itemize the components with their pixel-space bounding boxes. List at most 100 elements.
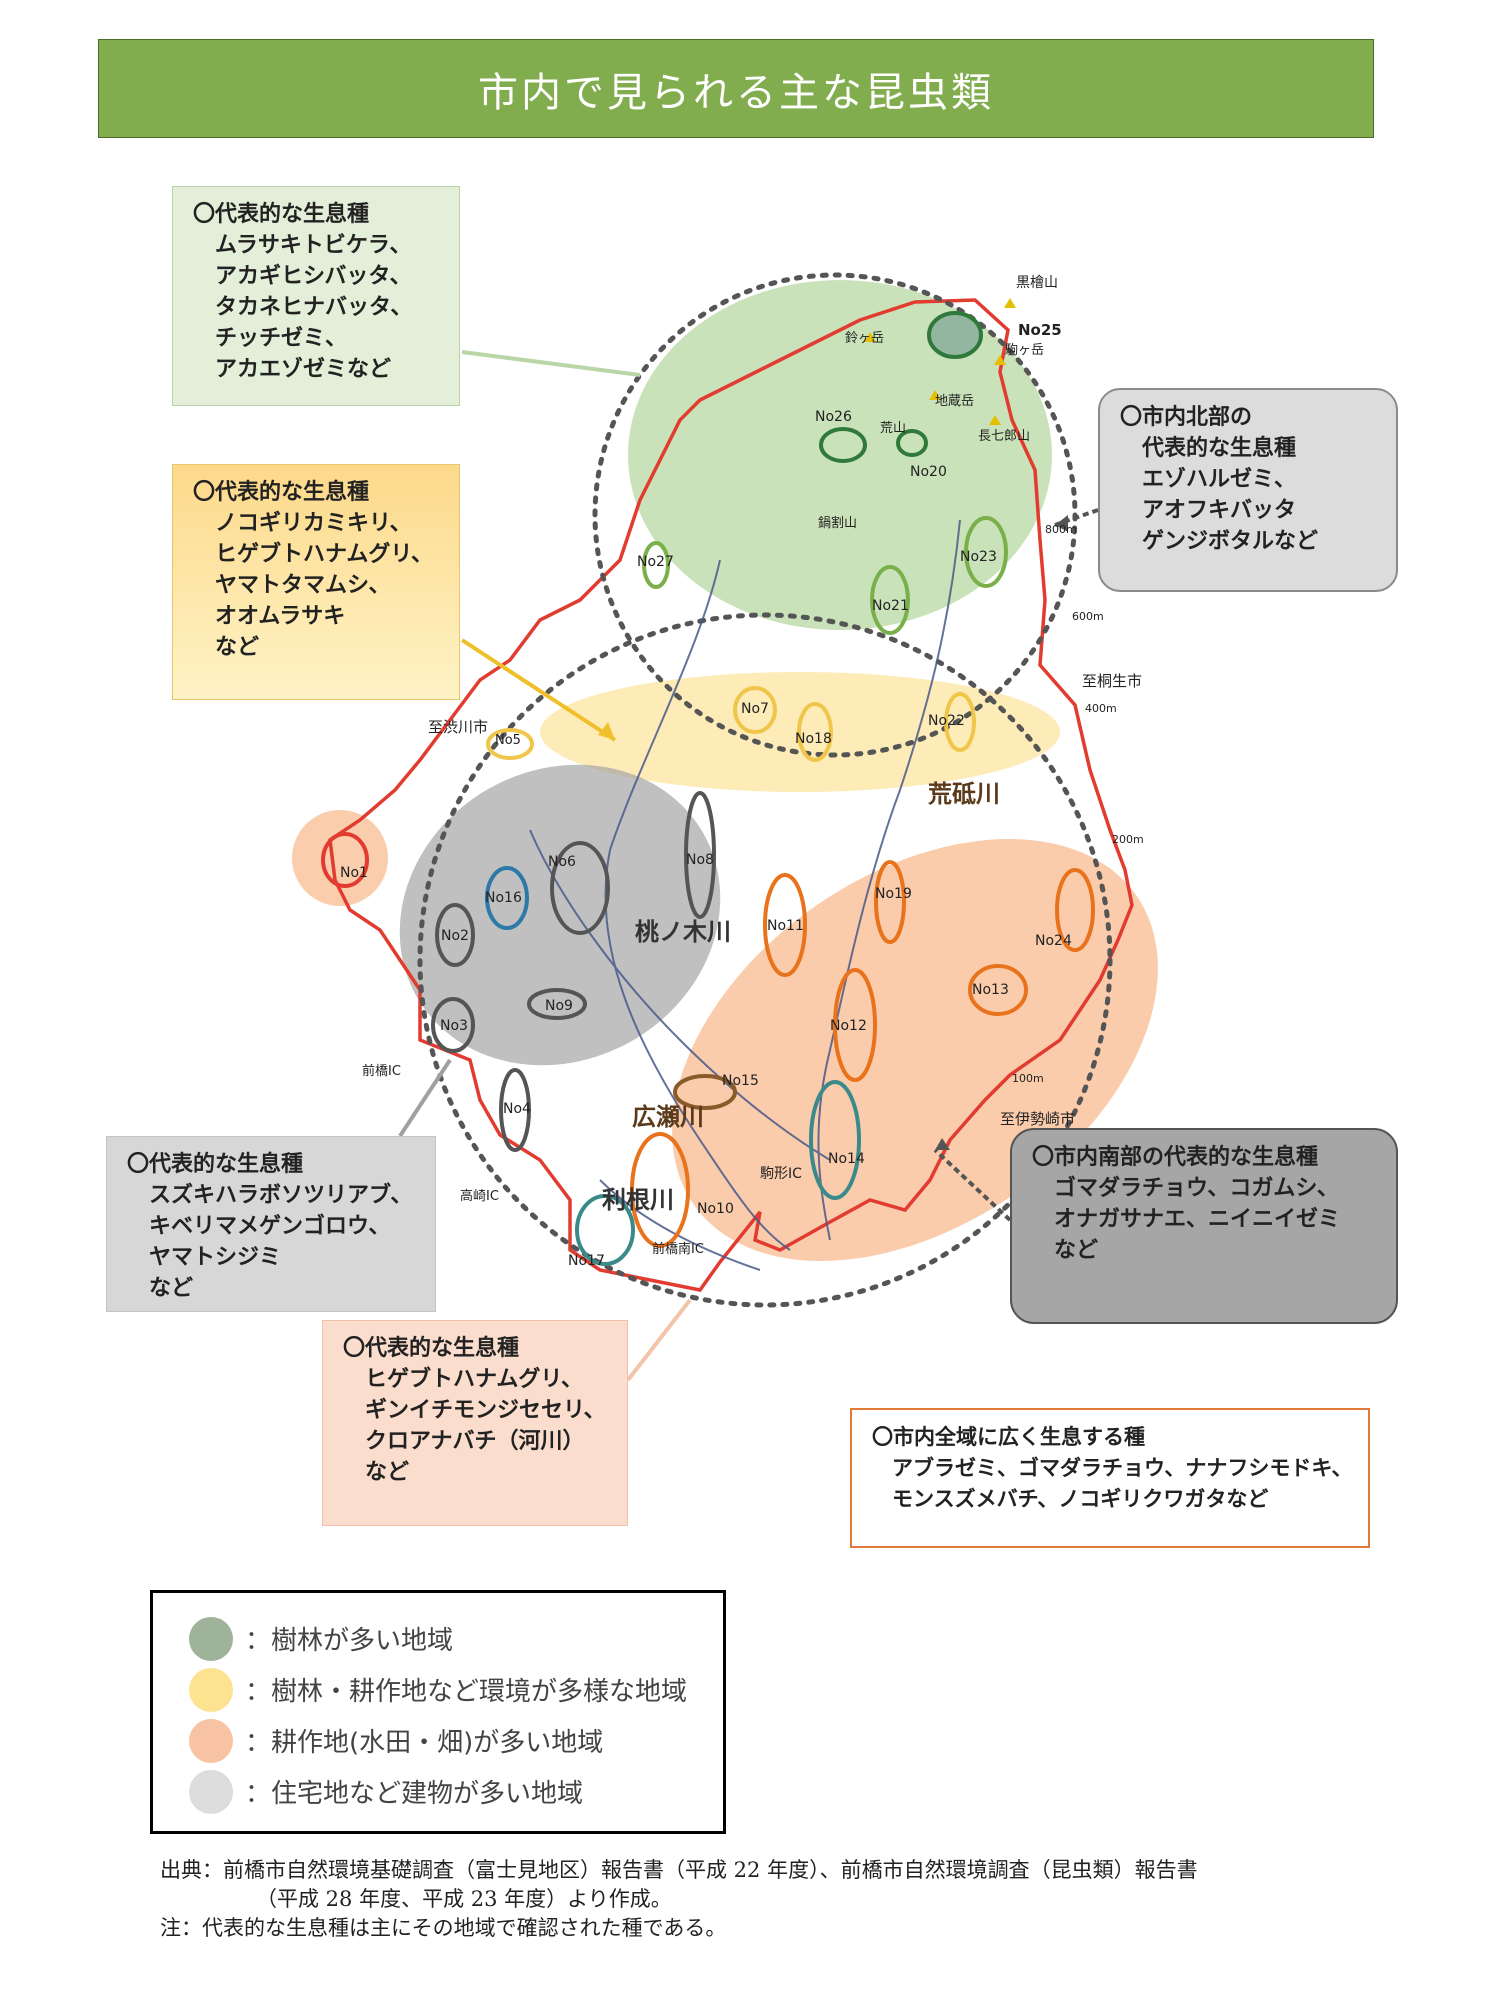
site-label: No16: [485, 890, 522, 906]
site-no10: [630, 1132, 690, 1248]
mountain-label: 荒山: [880, 421, 906, 436]
species-item: スズキハラボソツリアブ、: [149, 1183, 413, 1208]
box-heading: 〇市内全域に広く生息する種: [872, 1425, 1145, 1449]
site-label: No18: [795, 731, 832, 747]
site-label: No24: [1035, 933, 1072, 949]
species-item: オオムラサキ: [215, 604, 346, 629]
species-item: キベリマメゲンゴロウ、: [149, 1214, 391, 1239]
ic-label: 高崎IC: [460, 1188, 499, 1204]
ic-label: 駒形IC: [760, 1166, 802, 1182]
ic-label: 前橋南IC: [652, 1241, 704, 1257]
species-item: モンスズメバチ、ノコギリクワガタなど: [892, 1487, 1269, 1511]
site-outlines: [321, 311, 1095, 1266]
site-label: No6: [548, 854, 576, 870]
legend-row: ：住宅地など建物が多い地域: [189, 1766, 723, 1817]
species-item: 代表的な生息種: [1142, 436, 1297, 461]
legend-row: ：耕作地(水田・畑)が多い地域: [189, 1715, 723, 1766]
species-item: ゴマダラチョウ、コガムシ、: [1054, 1176, 1339, 1201]
legend-swatch: [189, 1616, 233, 1661]
site-no15: [673, 1074, 737, 1110]
site-no11: [763, 873, 807, 977]
site-label: No7: [741, 701, 769, 717]
map-legend: ：樹林が多い地域 ：樹林・耕作地など環境が多様な地域 ：耕作地(水田・畑)が多い…: [150, 1590, 726, 1834]
connector-arrowheads: [598, 515, 1068, 1150]
box-heading: 〇市内南部の代表的な生息種: [1032, 1145, 1319, 1170]
legend-row: ：樹林・耕作地など環境が多様な地域: [189, 1664, 723, 1715]
site-label: No1: [340, 865, 368, 881]
map-labels: 黒檜山 鈴ヶ岳 駒ヶ岳 荒山 地蔵岳 長七郎山 鍋割山 荒砥川 桃ノ木川 広瀬川…: [340, 274, 1144, 1269]
legend-label: ：樹林・耕作地など環境が多様な地域: [245, 1677, 688, 1707]
farmland-species-box: 〇代表的な生息種 ヒゲブトハナムグリ、 ギンイチモンジセセリ、 クロアナバチ（河…: [322, 1320, 628, 1526]
species-item: アオフキバッタ: [1142, 498, 1297, 523]
species-item: ノコギリカミキリ、: [215, 511, 412, 536]
river-label: 桃ノ木川: [635, 918, 731, 946]
site-no5: [486, 728, 534, 760]
box-heading: 〇代表的な生息種: [193, 480, 370, 505]
species-item: など: [1054, 1238, 1099, 1263]
box-heading: 〇代表的な生息種: [343, 1336, 520, 1361]
legend-row: ：樹林が多い地域: [189, 1613, 723, 1664]
mountain-label: 地蔵岳: [935, 394, 974, 409]
site-label: No3: [440, 1018, 468, 1034]
legend-swatch: [189, 1769, 233, 1814]
north-dotted-circle: [592, 272, 1078, 758]
elevation-label: 100m: [1012, 1072, 1044, 1085]
site-no23: [964, 516, 1008, 588]
legend-label: ：住宅地など建物が多い地域: [245, 1779, 584, 1809]
site-no26: [819, 427, 867, 463]
site-no14: [809, 1080, 861, 1200]
city-boundary: [328, 298, 1134, 1292]
species-item: アカエゾゼミなど: [215, 357, 392, 382]
south-species-box: 〇市内南部の代表的な生息種 ゴマダラチョウ、コガムシ、 オナガサナエ、ニイニイゼ…: [1010, 1128, 1398, 1324]
site-no17: [575, 1194, 635, 1266]
site-label: No11: [767, 918, 804, 934]
site-no1: [321, 832, 369, 888]
elevation-label: 200m: [1112, 833, 1144, 846]
site-label: No25: [1018, 321, 1062, 339]
site-label: No20: [910, 464, 947, 480]
site-label: No10: [697, 1201, 734, 1217]
site-no18: [797, 702, 833, 762]
site-label: No26: [815, 409, 852, 425]
site-no22: [944, 692, 976, 752]
site-no13: [968, 964, 1028, 1016]
site-label: No13: [972, 982, 1009, 998]
mountain-label: 長七郎山: [978, 429, 1030, 444]
north-species-box: 〇市内北部の 代表的な生息種 エゾハルゼミ、 アオフキバッタ ゲンジボタルなど: [1098, 388, 1398, 592]
urban-species-box: 〇代表的な生息種 スズキハラボソツリアブ、 キベリマメゲンゴロウ、 ヤマトシジミ…: [106, 1136, 436, 1312]
species-item: ヤマトタマムシ、: [215, 573, 391, 598]
species-item: など: [215, 635, 260, 660]
river-label: 荒砥川: [928, 780, 1000, 808]
site-label: No22: [928, 713, 965, 729]
species-item: アカギヒシバッタ、: [215, 264, 412, 289]
forest-region: [628, 280, 1052, 630]
mixed-species-box: 〇代表的な生息種 ノコギリカミキリ、 ヒゲブトハナムグリ、 ヤマトタマムシ、 オ…: [172, 464, 460, 700]
species-item: チッチゼミ、: [215, 326, 348, 351]
direction-label: 至桐生市: [1082, 672, 1142, 690]
site-label: No8: [686, 852, 714, 868]
site-label: No19: [875, 886, 912, 902]
site-no8: [684, 791, 716, 919]
direction-label: 至渋川市: [428, 718, 488, 736]
species-item: など: [365, 1460, 410, 1485]
species-item: ヤマトシジミ: [149, 1245, 282, 1270]
box-heading: 〇代表的な生息種: [127, 1152, 304, 1177]
page-title: 市内で見られる主な昆虫類: [98, 39, 1374, 138]
site-label: No27: [637, 554, 674, 570]
site-no27: [642, 541, 670, 589]
source-line: （平成 28 年度、平成 23 年度）より作成。: [256, 1887, 672, 1911]
site-no24: [1055, 868, 1095, 952]
site-label: No17: [568, 1253, 605, 1269]
species-item: エゾハルゼミ、: [1142, 467, 1297, 492]
note-line: 注：代表的な生息種は主にその地域で確認された種である。: [160, 1916, 727, 1940]
site-no12: [833, 968, 877, 1082]
south-dotted-circle: [417, 612, 1113, 1308]
citywide-species-box: 〇市内全域に広く生息する種 アブラゼミ、ゴマダラチョウ、ナナフシモドキ、 モンス…: [850, 1408, 1370, 1548]
site-label: No5: [495, 733, 521, 748]
site-no4: [499, 1068, 531, 1152]
species-item: アブラゼミ、ゴマダラチョウ、ナナフシモドキ、: [892, 1456, 1353, 1480]
species-item: タカネヒナバッタ、: [215, 295, 413, 320]
mountain-label: 黒檜山: [1016, 274, 1058, 291]
connector-lines: [398, 350, 1099, 1382]
